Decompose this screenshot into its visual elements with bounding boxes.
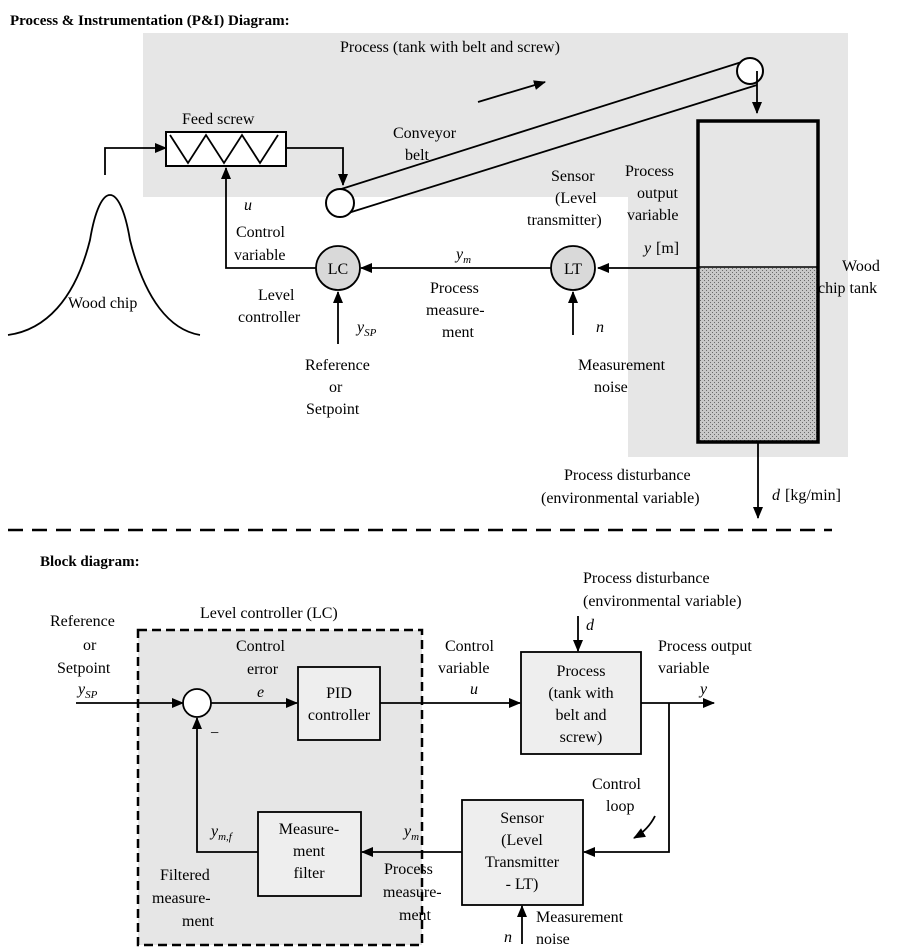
filter-label-3: filter: [293, 865, 325, 882]
block-reference-1: Reference: [50, 613, 115, 630]
tank-label-2: chip tank: [818, 280, 877, 297]
control-loop-arrow: [633, 815, 656, 839]
control-error-2: error: [247, 661, 279, 678]
pid-reference-1: Reference: [305, 357, 370, 374]
pid-measurement-label-2: measure-: [426, 302, 485, 319]
feed-screw: [165, 131, 287, 167]
block-y-symbol: y: [698, 681, 708, 698]
pid-controller-box: [297, 666, 381, 741]
control-loop-1: Control: [592, 776, 641, 793]
conveyor-label-1: Conveyor: [393, 125, 457, 142]
pid-noise-label-1: Measurement: [578, 357, 666, 374]
block-sensor-1: Sensor: [500, 810, 544, 827]
pid-ym-symbol: ym: [454, 246, 471, 266]
sensor-label-1: Sensor: [551, 168, 595, 185]
block-noise-1: Measurement: [536, 909, 624, 926]
pid-d-symbol: d: [772, 487, 781, 504]
block-u-symbol: u: [470, 681, 478, 698]
filter-box: [257, 811, 362, 897]
block-process-output-2: variable: [658, 660, 710, 677]
control-loop-2: loop: [606, 798, 634, 815]
lc-label: LC: [328, 261, 348, 278]
block-measurement-3: ment: [399, 907, 432, 924]
ymf-symbol: ym,f: [209, 823, 234, 843]
pid-heading: Process & Instrumentation (P&I) Diagram:: [10, 13, 290, 29]
filter-to-sum-arrow: [192, 717, 258, 853]
block-sensor-4: - LT): [506, 876, 539, 893]
pid-measurement-label-1: Process: [430, 280, 479, 297]
block-sensor-2: (Level: [501, 832, 543, 849]
block-reference-2: or: [83, 637, 97, 654]
filtered-label-1: Filtered: [160, 867, 210, 884]
minus-sign: −: [210, 725, 219, 742]
filter-label-1: Measure-: [279, 821, 339, 838]
summing-junction: [182, 688, 212, 718]
control-error-1: Control: [236, 638, 285, 655]
sensor-label-3: transmitter): [527, 212, 602, 229]
pid-level-controller-2: controller: [238, 309, 301, 326]
filtered-label-2: measure-: [152, 890, 211, 907]
process-label-2: (tank with: [548, 685, 613, 702]
process-label-1: Process: [557, 663, 606, 680]
block-ysp-symbol: ySP: [76, 681, 98, 701]
block-measurement-1: Process: [384, 861, 433, 878]
lc-region-title: Level controller (LC): [200, 605, 338, 622]
process-label-3: belt and: [555, 707, 606, 724]
wood-chip-pile: [7, 194, 201, 336]
pid-disturbance-1: Process disturbance: [564, 467, 691, 484]
block-sensor-3: Transmitter: [485, 854, 560, 871]
process-label-4: screw): [560, 729, 603, 746]
wood-chip-label: Wood chip: [68, 295, 137, 312]
pid-control-variable-2: variable: [234, 247, 286, 264]
y-unit: [m]: [656, 240, 679, 257]
conveyor-label-2: belt: [405, 147, 430, 164]
sensor-box: [461, 799, 584, 906]
pid-d-unit: [kg/min]: [785, 487, 841, 504]
block-disturbance-1: Process disturbance: [583, 570, 710, 587]
block-heading: Block diagram:: [40, 554, 140, 570]
pid-label-2: controller: [308, 707, 371, 724]
process-area: [143, 33, 848, 457]
pid-label-1: PID: [326, 685, 352, 702]
filtered-label-3: ment: [182, 913, 215, 930]
lc-to-screw-arrow: [221, 167, 316, 269]
block-reference-3: Setpoint: [57, 660, 111, 677]
block-d-symbol: d: [586, 617, 595, 634]
process-output-label-2: output: [637, 185, 678, 202]
y-symbol: y: [642, 240, 652, 257]
pid-reference-2: or: [329, 379, 343, 396]
pid-noise-label-2: noise: [594, 379, 628, 396]
process-output-label-3: variable: [627, 207, 679, 224]
block-ym-symbol: ym: [402, 823, 419, 843]
block-disturbance-2: (environmental variable): [583, 593, 742, 610]
pid-disturbance-2: (environmental variable): [541, 490, 700, 507]
block-noise-2: noise: [536, 931, 570, 948]
block-n-symbol: n: [504, 929, 512, 946]
pid-ysp-symbol: ySP: [355, 319, 377, 339]
pid-level-controller-1: Level: [258, 287, 295, 304]
pid-reference-3: Setpoint: [306, 401, 360, 418]
block-control-variable-1: Control: [445, 638, 494, 655]
pid-u-symbol: u: [244, 197, 252, 214]
feed-screw-label: Feed screw: [182, 111, 255, 128]
e-symbol: e: [257, 684, 264, 701]
pid-measurement-label-3: ment: [442, 324, 475, 341]
belt-direction-arrow: [477, 80, 546, 103]
screw-to-belt-arrow: [286, 147, 348, 186]
pile-to-screw-arrow: [104, 143, 167, 175]
wood-chip-tank: [696, 119, 820, 444]
pid-control-variable-1: Control: [236, 224, 285, 241]
output-to-sensor-arrow: [583, 703, 670, 857]
process-output-label-1: Process: [625, 163, 674, 180]
block-control-variable-2: variable: [438, 660, 490, 677]
tank-label-1: Wood: [842, 258, 880, 275]
block-measurement-2: measure-: [383, 884, 442, 901]
sensor-label-2: (Level: [555, 190, 597, 207]
process-area-label: Process (tank with belt and screw): [340, 39, 560, 56]
lt-label: LT: [564, 261, 582, 278]
filter-label-2: ment: [293, 843, 326, 860]
pid-n-symbol: n: [596, 319, 604, 336]
block-process-output-1: Process output: [658, 638, 752, 655]
